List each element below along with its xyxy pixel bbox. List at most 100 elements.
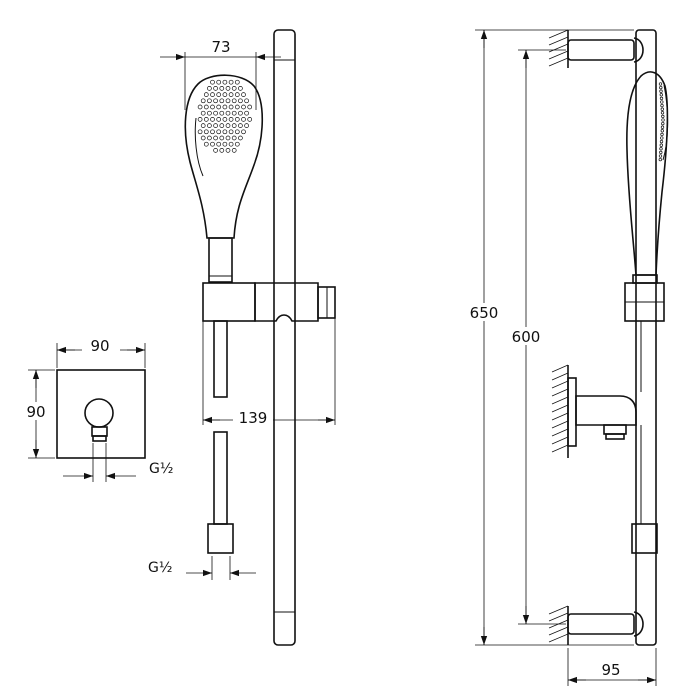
spray-nozzle (216, 129, 222, 135)
spray-nozzle (203, 104, 209, 110)
side-spray-nozzle (661, 118, 665, 122)
dim-rail-total-height: 650 (464, 29, 634, 646)
spray-nozzle (219, 110, 225, 116)
dim-hose-thread: G½ (148, 556, 256, 580)
spray-nozzle (200, 98, 206, 104)
spray-nozzle (234, 104, 240, 110)
spray-nozzle (225, 86, 231, 91)
spray-nozzle (213, 86, 218, 91)
spray-nozzle (241, 104, 246, 110)
dim-label-rail-fixing-distance: 600 (512, 328, 541, 346)
dim-label-rail-total-height: 650 (470, 304, 499, 322)
top-wall-bracket (548, 29, 644, 68)
spray-nozzle (241, 129, 246, 135)
spray-nozzle (244, 110, 249, 116)
side-spray-nozzle (660, 132, 664, 137)
spray-nozzle (200, 135, 206, 141)
spray-nozzle (222, 79, 228, 85)
side-spray-nozzles (658, 82, 665, 162)
side-spray-nozzle (659, 85, 663, 90)
spray-nozzle (200, 110, 206, 116)
spray-nozzle (200, 123, 206, 128)
spray-nozzle (197, 117, 203, 122)
spray-nozzle (228, 92, 234, 97)
spray-nozzle (210, 92, 215, 97)
spray-nozzle (207, 98, 212, 104)
side-spray-nozzle (659, 147, 663, 151)
dim-outlet-width: 90 (56, 336, 146, 368)
side-spray-nozzle (659, 93, 663, 97)
spray-nozzle (197, 104, 203, 110)
side-spray-nozzle (661, 121, 665, 126)
spray-nozzle (207, 86, 212, 91)
spray-nozzle (216, 92, 222, 97)
spray-nozzle (207, 110, 212, 116)
dim-rail-fixing-distance: 600 (506, 49, 566, 625)
spray-nozzle (247, 117, 253, 122)
spray-nozzle (203, 141, 209, 147)
spray-nozzle (231, 98, 237, 104)
spray-nozzle (231, 110, 237, 116)
spray-nozzle (222, 141, 228, 147)
hose-coupling-side (631, 523, 658, 554)
spray-nozzle (213, 123, 218, 128)
dim-slider-to-rail: 139 (202, 318, 336, 427)
side-spray-nozzle (659, 139, 664, 144)
dim-label-hand-shower-width: 73 (211, 38, 230, 56)
spray-nozzle (203, 117, 209, 122)
side-spray-nozzle (660, 100, 664, 104)
spray-nozzle (203, 129, 209, 135)
spray-nozzle (216, 104, 222, 110)
dim-label-outlet-width: 90 (90, 337, 109, 355)
side-spray-nozzle (660, 107, 664, 111)
spray-nozzle (238, 98, 243, 104)
spray-nozzle (228, 141, 234, 147)
spray-nozzle (241, 117, 246, 122)
spray-nozzle (213, 135, 218, 141)
spray-nozzle (210, 117, 215, 122)
spray-nozzle (234, 129, 240, 135)
spray-nozzle (241, 92, 246, 97)
dim-outlet-height: 90 (17, 369, 55, 459)
dim-label-slider-to-rail: 139 (239, 409, 268, 427)
spray-nozzle (238, 135, 243, 141)
slider-holder-side (624, 282, 665, 322)
dim-label-hose-thread: G½ (148, 560, 172, 576)
front-rail (273, 29, 296, 646)
wall-outlet-side (551, 364, 637, 458)
spray-nozzle (222, 117, 228, 122)
spray-nozzle (213, 98, 218, 104)
dim-label-outlet-height: 90 (26, 403, 45, 421)
spray-nozzle (213, 110, 218, 116)
hand-shower-side (626, 71, 669, 284)
spray-nozzles (197, 79, 253, 153)
spray-nozzle (222, 104, 228, 110)
side-spray-nozzle (660, 129, 664, 133)
side-spray-nozzle (659, 143, 663, 147)
spray-nozzle (225, 98, 231, 104)
spray-nozzle (219, 123, 225, 128)
side-spray-nozzle (659, 89, 663, 93)
spray-nozzle (210, 104, 215, 110)
spray-nozzle (219, 86, 225, 91)
spray-nozzle (203, 92, 209, 97)
spray-nozzle (222, 92, 228, 97)
side-spray-nozzle (659, 96, 664, 101)
bottom-wall-bracket (548, 605, 644, 645)
spray-nozzle (219, 98, 225, 104)
spray-nozzle (228, 117, 234, 122)
spray-nozzle (234, 92, 240, 97)
side-spray-nozzle (658, 157, 662, 162)
dim-label-outlet-thread: G½ (149, 461, 173, 477)
spray-nozzle (216, 79, 222, 85)
spray-nozzle (213, 148, 218, 153)
spray-nozzle (228, 129, 234, 135)
spray-nozzle (207, 135, 212, 141)
spray-nozzle (216, 117, 222, 122)
spray-nozzle (247, 104, 253, 110)
spray-nozzle (238, 123, 243, 128)
dim-hand-shower-width: 73 (160, 38, 281, 110)
side-spray-nozzle (660, 103, 664, 108)
spray-nozzle (225, 110, 231, 116)
